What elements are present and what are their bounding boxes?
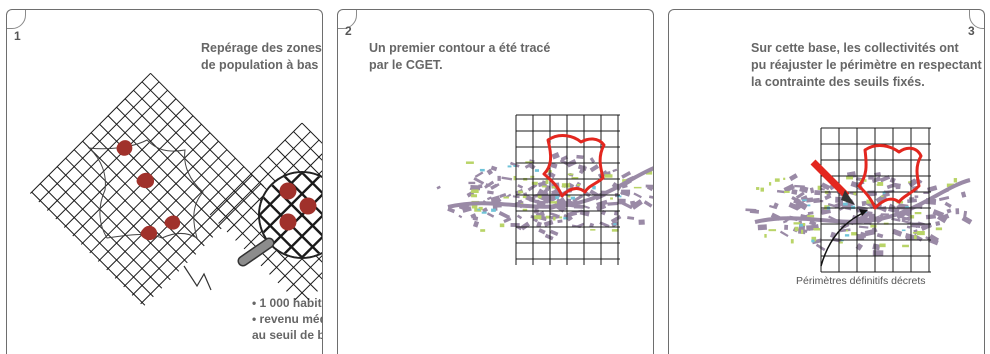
population-spot [116,140,133,156]
arrow-icon [820,211,866,267]
criteria-item: au seuil de bas revenus [252,328,322,342]
panel-2: 2 Un premier contour a été tracé par le … [337,9,654,354]
urban-fabric [745,171,973,256]
panel-3: 3 Sur cette base, les collectivités ont … [668,9,985,354]
pencil-icon [810,159,855,205]
population-spot [140,225,158,241]
criteria-item: • 1 000 habitants minimum [252,296,322,310]
arrow-label: Périmètres définitifs décrets [796,275,926,287]
adjusted-contour [857,144,923,210]
population-spot [136,172,155,189]
concentration-diagram [29,72,322,306]
population-spot [164,215,181,230]
zigzag-mark [183,265,212,291]
final-perimeter-diagram [745,127,973,273]
magnifier-icon [237,171,322,267]
caption-line: par le CGET. [369,58,443,72]
caption-line: la contrainte des seuils fixés. [751,75,925,89]
neighbourhood-outline [87,139,204,240]
urban-fabric [436,152,653,241]
first-contour-diagram [436,114,653,265]
caption-line: Sur cette base, les collectivités ont [751,41,959,55]
criteria-item: • revenu médian inférieur [252,312,322,326]
territory-grid [29,72,265,306]
caption-line: pu réajuster le périmètre en respectant [751,58,982,72]
arrow-head [859,209,868,216]
step-number: 1 [14,29,21,43]
step-number: 2 [345,24,352,38]
step-caption: Un premier contour a été tracé par le CG… [369,40,550,74]
panel-1: 1 Repérage des zones de concentration de… [6,9,323,354]
step-number: 3 [968,24,975,38]
cget-contour [542,134,606,198]
step-caption: Sur cette base, les collectivités ont pu… [751,40,982,91]
criteria-list: • 1 000 habitants minimum • revenu média… [252,295,322,343]
caption-line: Un premier contour a été tracé [369,41,551,55]
grid [515,114,620,265]
caption-line: Repérage des zones de concentration [201,41,322,55]
caption-line: de population à bas revenu. [201,58,322,72]
step-caption: Repérage des zones de concentration de p… [201,40,322,74]
